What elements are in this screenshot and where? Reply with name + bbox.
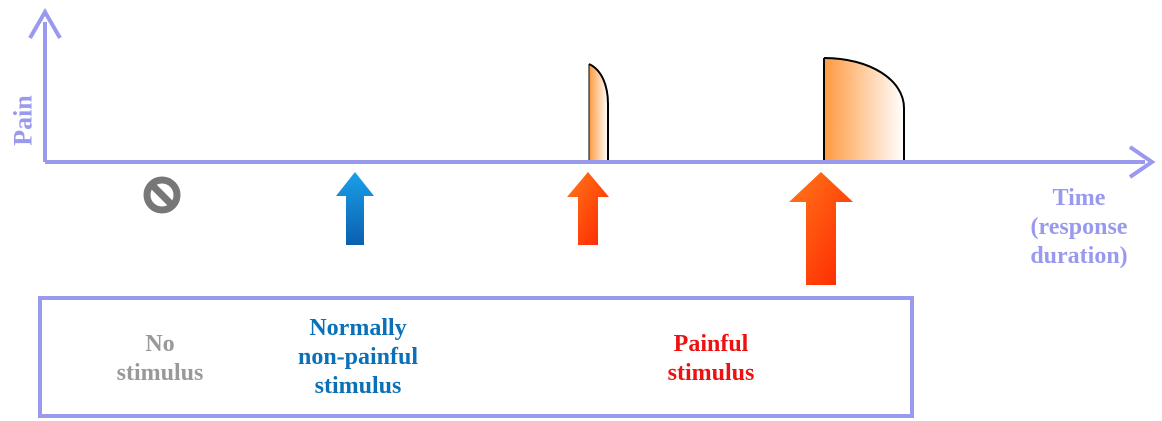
stimulus-label-box [38,296,914,418]
x-axis [45,145,1156,179]
small-pain-pulse [588,63,609,160]
painful-stimulus-label: Painful stimulus [667,331,755,386]
y-axis [28,7,62,162]
x-axis-label-line-1: Time [1052,185,1106,211]
no-entry-icon [143,176,181,214]
non-painful-stimulus-label: Normally non-painful stimulus [297,315,419,399]
no-stimulus-label: No stimulus [116,331,204,386]
x-axis-label: Time (response duration) [1004,184,1154,271]
large-pain-pulse [823,57,905,160]
x-axis-label-line-3: duration) [1030,243,1128,269]
large-red-up-arrow-icon [789,172,853,285]
y-axis-label: Pain [8,95,38,146]
blue-up-arrow-icon [336,172,374,245]
x-axis-label-line-2: (response [1030,214,1128,240]
red-up-arrow-icon [567,172,609,245]
